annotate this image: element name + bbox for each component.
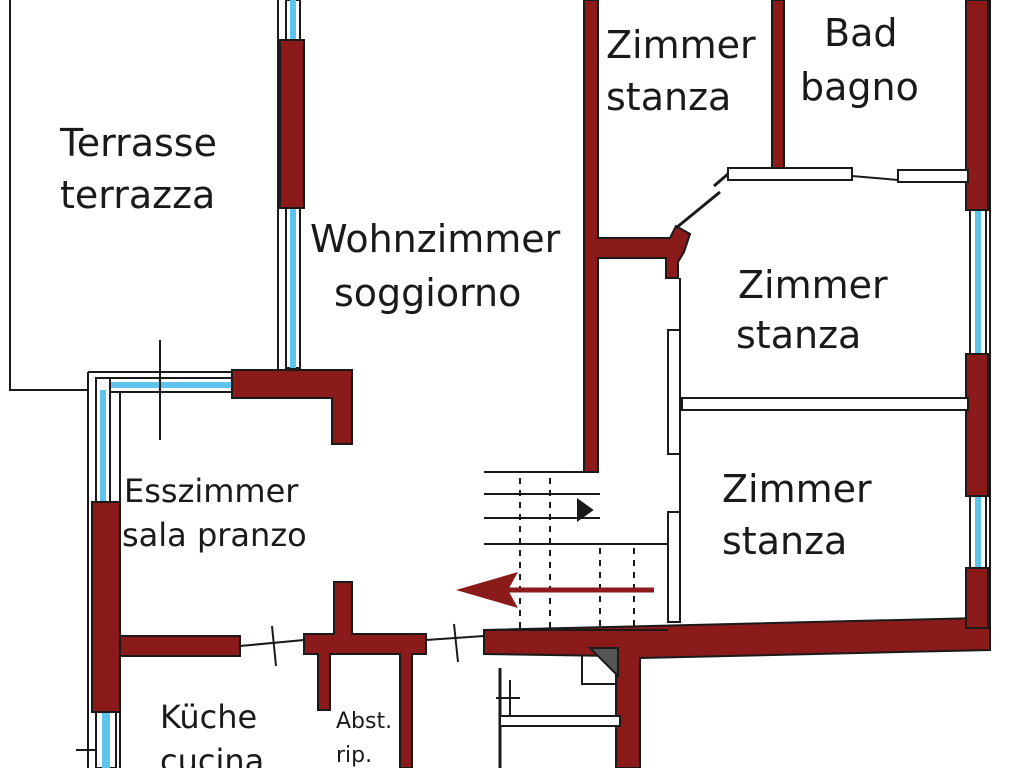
room-lower-label-de: Zimmer [722,467,872,511]
dining-label-it: sala pranzo [122,516,307,554]
kitchen-label-de: Küche [160,698,257,736]
wall-east-corridor [483,617,991,768]
room-top-label-it: stanza [606,75,731,119]
wall-bath-left [771,0,785,171]
terrace-label-de: Terrasse [59,121,217,165]
terrace-label-it: terrazza [60,173,215,217]
storage-label-de: Abst. [336,709,392,734]
bath-label-it: bagno [800,65,919,109]
storage-label-it: rip. [336,743,372,768]
wall-kitchen-storage [303,581,427,768]
wall-east-mid [965,353,989,497]
entrance-arrow [456,572,654,608]
wall-dining-south [119,635,241,657]
partitions [498,167,969,768]
dining-label-de: Esszimmer [124,472,299,510]
room-middle-label-de: Zimmer [738,263,888,307]
partition-bath-2 [897,169,969,183]
room-top-label-de: Zimmer [606,23,756,67]
wall-dining-west [91,501,121,713]
bath-label-de: Bad [824,11,897,55]
door-markers [76,278,681,751]
kitchen-label-it: cucina [160,742,264,768]
terrace-outline [9,0,279,391]
partition-vertical-1 [667,329,681,455]
living-label-it: soggiorno [334,271,521,315]
wall-living-south [231,369,353,445]
wall-east-low [965,567,989,629]
room-middle-label-it: stanza [736,313,861,357]
windows [95,0,987,768]
wall-east-upper [965,0,989,211]
wall-living-west [279,39,305,209]
partition-bath-1 [727,167,853,181]
living-label-de: Wohnzimmer [310,217,561,261]
room-lower-label-it: stanza [722,519,847,563]
partition-vertical-2 [667,511,681,623]
partition-rooms [681,397,969,411]
